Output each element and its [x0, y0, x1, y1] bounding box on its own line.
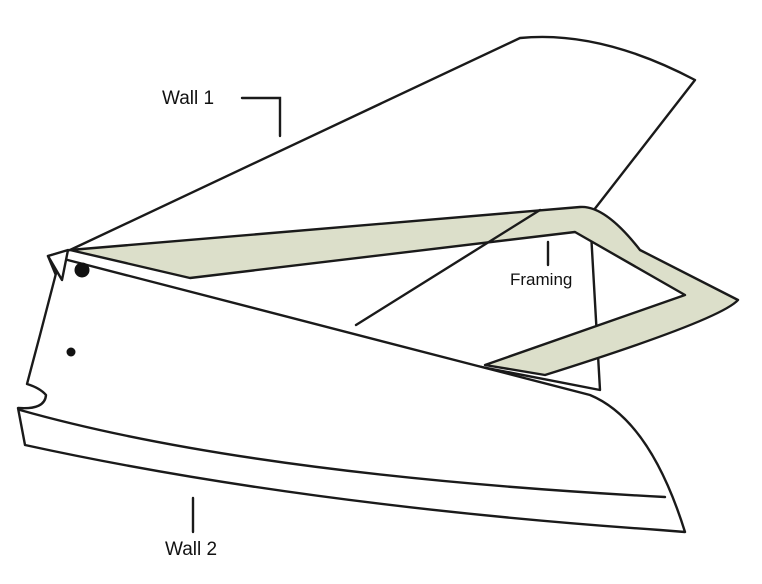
framing-label: Framing: [510, 270, 573, 289]
wall-2-bottom-strip: [18, 408, 667, 499]
wall-2-label: Wall 2: [165, 539, 218, 560]
latch-hole: [66, 347, 76, 357]
framing-frame: [68, 205, 740, 377]
wall-1-leader: [240, 96, 282, 138]
wall-1-label: Wall 1: [162, 88, 215, 109]
wall-1-edge: [354, 208, 542, 327]
hinge-pin: [74, 262, 90, 278]
wall-2-panel: [16, 256, 687, 534]
hinge-tab: [46, 248, 70, 282]
